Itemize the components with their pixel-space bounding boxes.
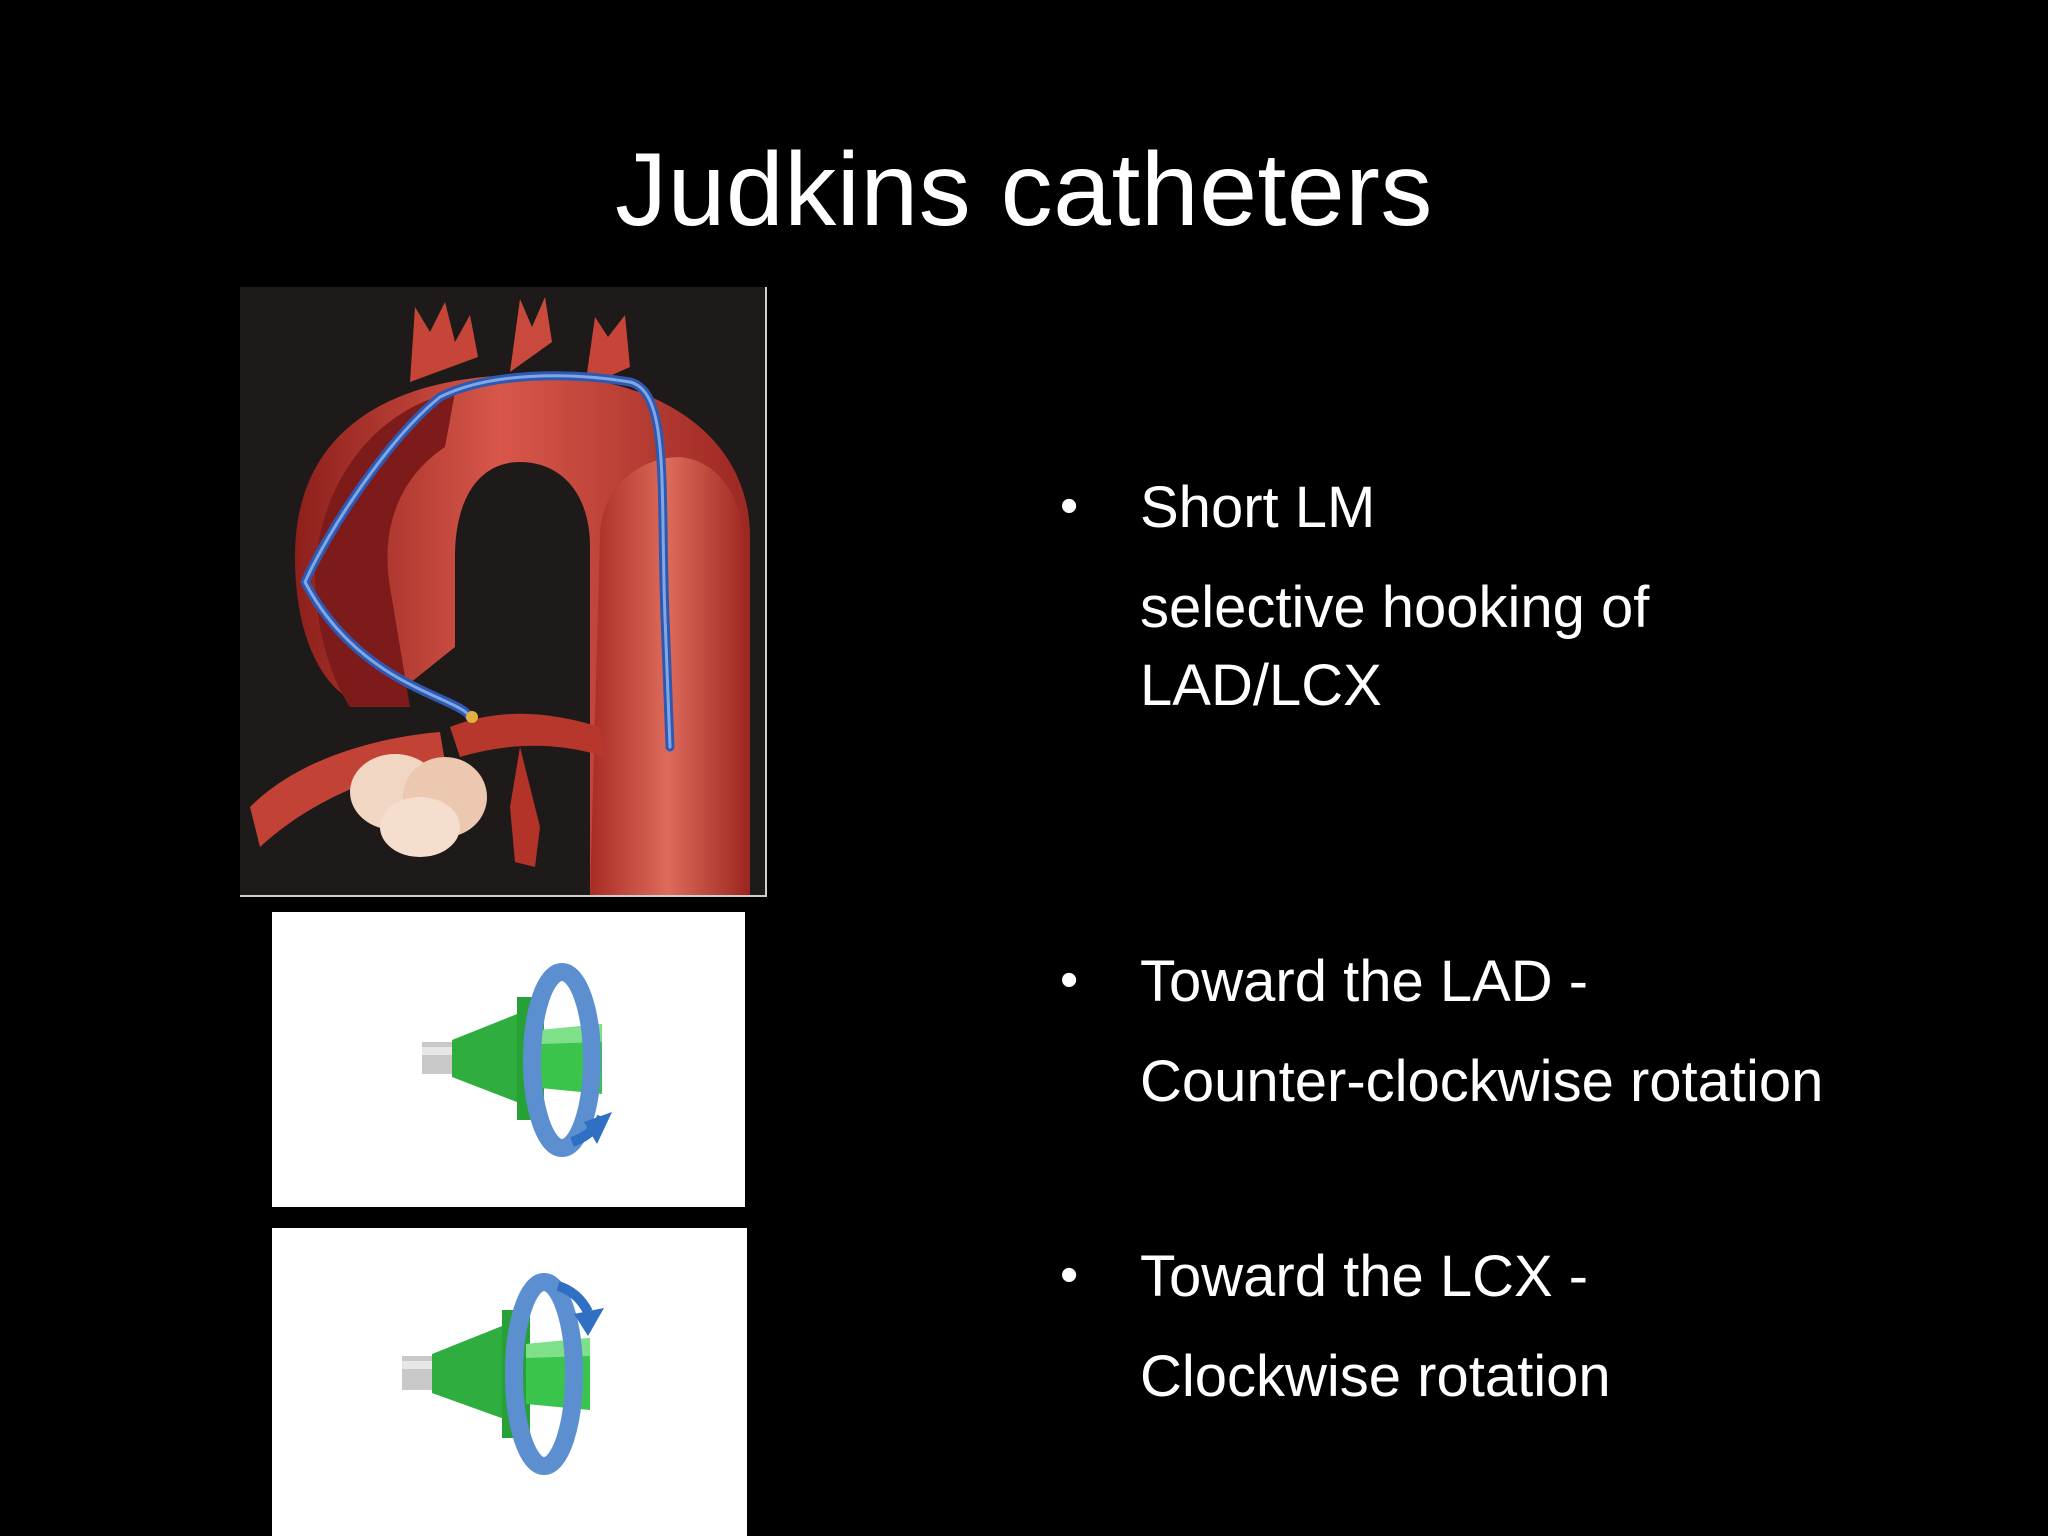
bullet-text: Short LM — [1140, 475, 1376, 540]
clockwise-rotation-illustration — [272, 1228, 747, 1536]
counter-clockwise-rotation-illustration — [272, 912, 745, 1207]
slide-title: Judkins catheters — [615, 132, 1433, 248]
bullet-list: • Short LM selective hooking of LAD/LCX … — [1060, 0, 2020, 1536]
bullet-marker: • — [1060, 1246, 1079, 1304]
counter-clockwise-rotation-icon — [272, 912, 745, 1207]
aortic-arch-illustration — [240, 287, 767, 897]
bullet-marker: • — [1060, 477, 1079, 535]
bullet-text: Clockwise rotation — [1140, 1344, 1611, 1409]
bullet-text: Toward the LCX - — [1140, 1244, 1589, 1309]
aortic-arch-catheter-illustration — [240, 287, 765, 895]
bullet-text: selective hooking of — [1140, 575, 1650, 640]
bullet-text: LAD/LCX — [1140, 653, 1382, 718]
bullet-text: Counter-clockwise rotation — [1140, 1049, 1824, 1114]
clockwise-rotation-icon — [272, 1228, 747, 1536]
bullet-text: Toward the LAD - — [1140, 949, 1589, 1014]
bullet-marker: • — [1060, 951, 1079, 1009]
